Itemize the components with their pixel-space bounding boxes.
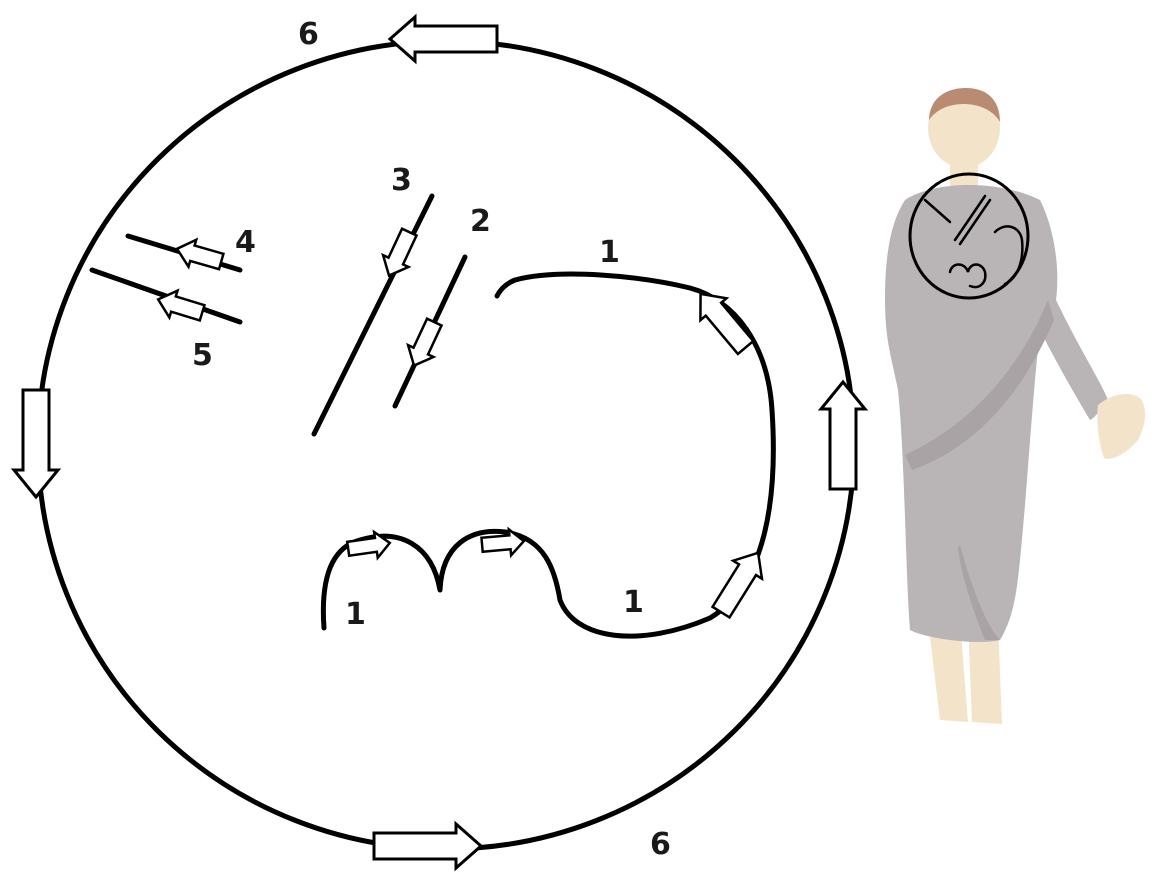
- label-6-top: 6: [298, 17, 319, 52]
- outer-arrow-left: [14, 390, 58, 497]
- outer-circle: [38, 41, 854, 849]
- strand-1-curve: [323, 274, 773, 636]
- label-2: 2: [470, 204, 491, 239]
- person-in-robe-icon: [885, 88, 1145, 724]
- outer-arrow-right: [821, 382, 865, 489]
- strand-3-arrow: [376, 226, 422, 281]
- label-1-top: 1: [599, 235, 620, 270]
- label-4: 4: [235, 225, 256, 260]
- strand-3: [314, 196, 432, 434]
- label-6-bottom: 6: [650, 827, 671, 862]
- outer-arrow-top: [390, 17, 497, 61]
- outer-arrow-bottom: [374, 824, 481, 868]
- strand-4-arrow: [173, 235, 225, 275]
- strand-2-arrow: [401, 316, 447, 371]
- strand-1-arrow-d: [688, 283, 759, 358]
- label-1-left: 1: [345, 597, 366, 632]
- label-1-right: 1: [623, 585, 644, 620]
- strand-1-arrow-c: [707, 544, 773, 621]
- label-5: 5: [192, 338, 213, 373]
- label-3: 3: [391, 163, 412, 198]
